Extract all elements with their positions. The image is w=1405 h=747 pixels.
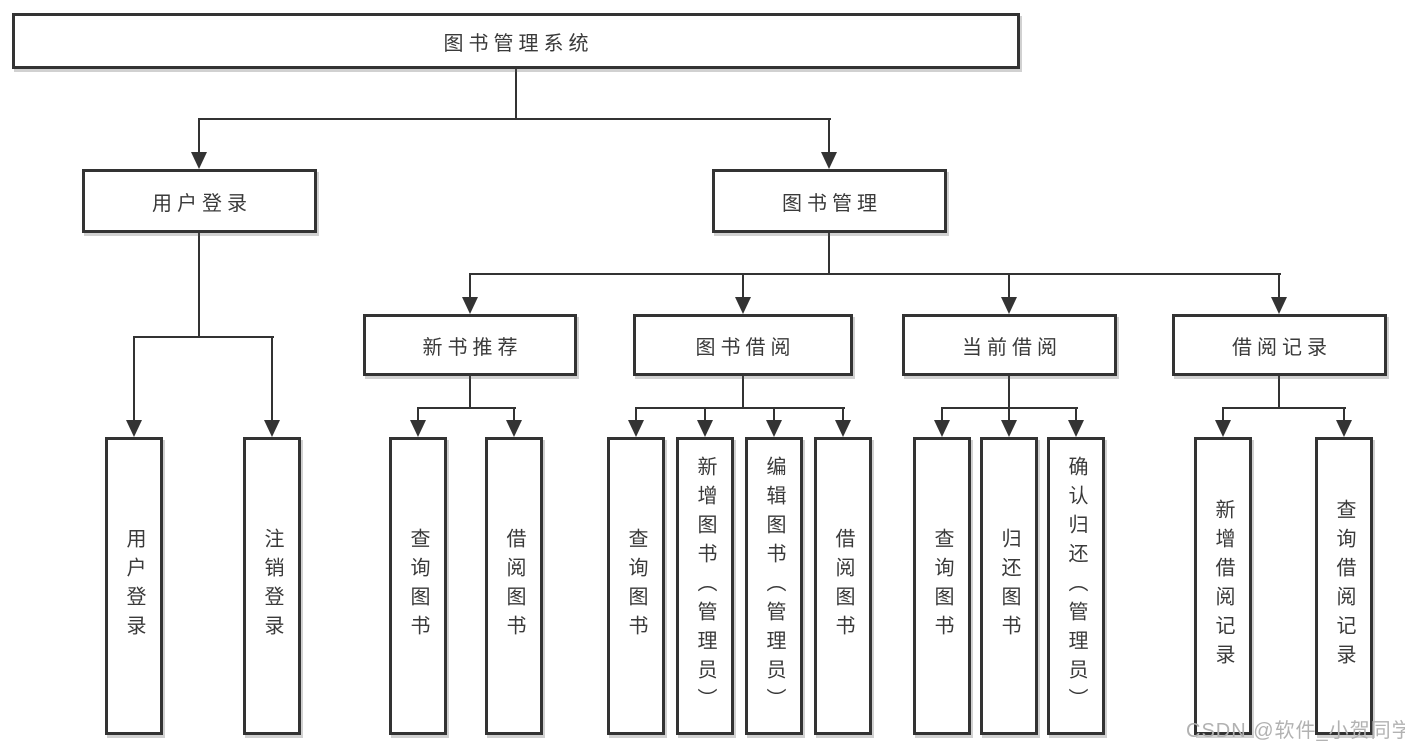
leaf-label: 查询图书	[625, 528, 647, 644]
connector-root-stem	[515, 69, 517, 119]
leaf-edit-books-admin: 编辑图书（管理员）	[745, 437, 803, 735]
leaf-label: 注销登录	[261, 528, 283, 644]
connector-drop-borrowing-records	[1278, 273, 1280, 298]
connector-drop	[1222, 407, 1224, 421]
connector-borrowing-records-stem	[1278, 376, 1280, 408]
leaf-label: 借阅图书	[832, 528, 854, 644]
arrowhead-icon	[191, 152, 207, 169]
arrowhead-icon	[1001, 420, 1017, 437]
arrowhead-icon	[1001, 297, 1017, 314]
connector-new-books-stem	[469, 376, 471, 408]
leaf-query-books-new: 查询图书	[389, 437, 447, 735]
leaf-add-books-admin: 新增图书（管理员）	[676, 437, 734, 735]
node-book-management: 图书管理	[712, 169, 947, 233]
arrowhead-icon	[1336, 420, 1352, 437]
leaf-label: 用户登录	[123, 528, 145, 644]
leaf-label: 新增借阅记录	[1212, 499, 1234, 673]
node-current-borrowing: 当前借阅	[902, 314, 1117, 376]
leaf-query-books-current: 查询图书	[913, 437, 971, 735]
connector-book-borrowing-stem	[742, 376, 744, 408]
arrowhead-icon	[264, 420, 280, 437]
leaf-confirm-return-admin: 确认归还（管理员）	[1047, 437, 1105, 735]
connector-drop-user-login	[198, 118, 200, 153]
leaf-label: 编辑图书（管理员）	[763, 455, 785, 717]
leaf-label: 查询借阅记录	[1333, 499, 1355, 673]
connector-book-borrowing-branch	[635, 407, 845, 409]
connector-drop	[704, 407, 706, 421]
connector-drop	[635, 407, 637, 421]
connector-root-branch	[198, 118, 831, 120]
connector-drop	[773, 407, 775, 421]
leaf-label: 查询图书	[931, 528, 953, 644]
node-new-book-recommendation: 新书推荐	[363, 314, 577, 376]
arrowhead-icon	[1068, 420, 1084, 437]
arrowhead-icon	[462, 297, 478, 314]
arrowhead-icon	[934, 420, 950, 437]
arrowhead-icon	[506, 420, 522, 437]
connector-drop-current-borrowing	[1008, 273, 1010, 298]
arrowhead-icon	[1271, 297, 1287, 314]
leaf-logout: 注销登录	[243, 437, 301, 735]
connector-drop	[842, 407, 844, 421]
leaf-label: 确认归还（管理员）	[1065, 455, 1087, 717]
node-borrowing-records: 借阅记录	[1172, 314, 1387, 376]
node-book-borrowing: 图书借阅	[633, 314, 853, 376]
connector-drop	[1008, 407, 1010, 421]
connector-drop	[1343, 407, 1345, 421]
leaf-label: 查询图书	[407, 528, 429, 644]
connector-drop-leaf-user-login	[133, 336, 135, 421]
connector-new-books-branch	[417, 407, 516, 409]
arrowhead-icon	[697, 420, 713, 437]
leaf-query-books-borrowing: 查询图书	[607, 437, 665, 735]
arrowhead-icon	[126, 420, 142, 437]
leaf-add-borrow-record: 新增借阅记录	[1194, 437, 1252, 735]
arrowhead-icon	[821, 152, 837, 169]
arrowhead-icon	[410, 420, 426, 437]
connector-user-login-stem	[198, 233, 200, 337]
leaf-user-login: 用户登录	[105, 437, 163, 735]
connector-drop	[513, 407, 515, 421]
connector-book-management-stem	[828, 233, 830, 274]
leaf-label: 归还图书	[998, 528, 1020, 644]
arrowhead-icon	[1215, 420, 1231, 437]
connector-user-login-branch	[133, 336, 274, 338]
leaf-return-books: 归还图书	[980, 437, 1038, 735]
leaf-borrow-books-new: 借阅图书	[485, 437, 543, 735]
connector-current-borrowing-stem	[1008, 376, 1010, 408]
leaf-query-borrow-record: 查询借阅记录	[1315, 437, 1373, 735]
arrowhead-icon	[766, 420, 782, 437]
arrowhead-icon	[628, 420, 644, 437]
csdn-watermark: CSDN @软件_小贺同学	[1186, 720, 1405, 742]
arrowhead-icon	[735, 297, 751, 314]
connector-borrowing-records-branch	[1222, 407, 1346, 409]
leaf-borrow-books: 借阅图书	[814, 437, 872, 735]
arrowhead-icon	[835, 420, 851, 437]
connector-drop-leaf-logout	[271, 336, 273, 421]
leaf-label: 新增图书（管理员）	[694, 455, 716, 717]
leaf-label: 借阅图书	[503, 528, 525, 644]
connector-drop	[1075, 407, 1077, 421]
node-user-login: 用户登录	[82, 169, 317, 233]
connector-drop-book-borrowing	[742, 273, 744, 298]
node-library-management-system: 图书管理系统	[12, 13, 1020, 69]
connector-drop	[417, 407, 419, 421]
connector-drop	[941, 407, 943, 421]
connector-drop-book-management	[828, 118, 830, 153]
connector-book-management-branch	[469, 273, 1281, 275]
connector-drop-new-books	[469, 273, 471, 298]
